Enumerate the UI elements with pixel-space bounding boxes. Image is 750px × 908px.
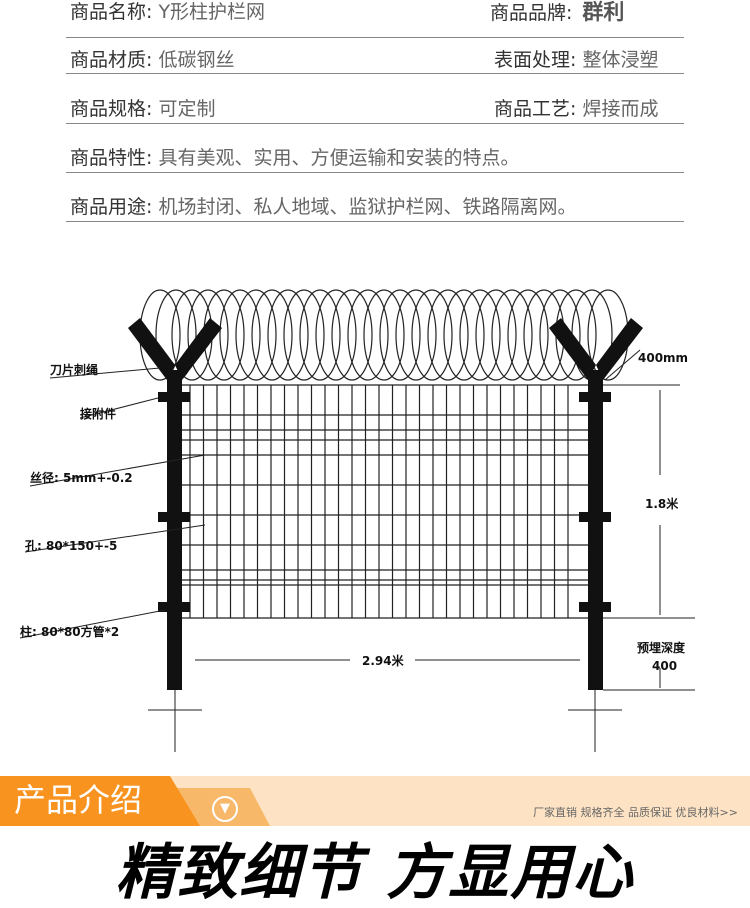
coil-loop [283, 289, 325, 381]
spec-value: 具有美观、实用、方便运输和安装的特点。 [158, 147, 520, 169]
label-razor-wire: 刀片刺绳 [50, 362, 98, 377]
coil-loop [507, 289, 549, 381]
coil-loop [379, 289, 421, 381]
spec-label: 商品品牌: [490, 2, 573, 24]
spec-label: 表面处理: [494, 49, 577, 71]
spec-value: 机场封闭、私人地域、监狱护栏网、铁路隔离网。 [158, 196, 577, 218]
spec-process: 商品工艺: 焊接而成 [494, 97, 658, 121]
label-height: 1.8米 [645, 496, 679, 511]
chevron-down-circle-icon: ▼ [212, 796, 238, 822]
spec-label: 商品用途: [70, 196, 153, 218]
spec-brand: 商品品牌: 群利 [490, 0, 624, 25]
coil-loop [443, 289, 485, 381]
spec-label: 商品名称: [70, 1, 153, 23]
spec-name: 商品名称: Y形柱护栏网 [70, 0, 265, 24]
clamps [158, 392, 611, 612]
coil-loop [347, 289, 389, 381]
coil-loop [427, 289, 469, 381]
fence-diagram: 刀片刺绳 接附件 丝径: 5mm+-0.2 孔: 80*150+-5 柱: 80… [19, 289, 695, 752]
label-post: 柱: 80*80方管*2 [20, 624, 119, 639]
coil-loop [251, 289, 293, 381]
coil-loop [491, 289, 533, 381]
coil-loop [299, 289, 341, 381]
banner-tab [0, 776, 200, 826]
coil-loop [187, 289, 229, 381]
spec-material: 商品材质: 低碳钢丝 [70, 48, 234, 72]
coil-loop [219, 289, 261, 381]
coil-loop [331, 289, 373, 381]
banner-title: 产品介绍 [14, 781, 143, 819]
label-arm-length: 400mm [638, 351, 688, 365]
mesh-panel [182, 384, 588, 619]
coil-loop [395, 289, 437, 381]
right-post [549, 318, 643, 690]
coil-loop [411, 289, 453, 381]
spec-size: 商品规格: 可定制 [70, 97, 215, 121]
label-embed: 预埋深度 [637, 640, 686, 655]
spec-usage: 商品用途: 机场封闭、私人地域、监狱护栏网、铁路隔离网。 [70, 195, 576, 219]
spec-feature: 商品特性: 具有美观、实用、方便运输和安装的特点。 [70, 146, 519, 170]
label-wire-diameter: 丝径: 5mm+-0.2 [30, 470, 133, 485]
spec-value: Y形柱护栏网 [158, 1, 266, 23]
spec-label: 商品材质: [70, 49, 153, 71]
label-attachment: 接附件 [80, 406, 116, 421]
label-embed-value: 400 [652, 659, 677, 673]
spec-label: 商品规格: [70, 98, 153, 120]
coil-loop [315, 289, 357, 381]
leader-lines [19, 367, 206, 639]
divider [66, 73, 684, 74]
coil-loop [459, 289, 501, 381]
headline: 精致细节 方显用心 [115, 838, 635, 908]
label-hole: 孔: 80*150+-5 [25, 539, 117, 553]
coil-loop [475, 289, 517, 381]
spec-surface: 表面处理: 整体浸塑 [494, 48, 658, 72]
ground-markers [148, 349, 695, 752]
label-width: 2.94米 [362, 653, 405, 668]
spec-label: 商品工艺: [494, 98, 577, 120]
spec-label: 商品特性: [70, 147, 153, 169]
left-post [128, 318, 222, 690]
spec-value: 低碳钢丝 [158, 49, 235, 71]
coil-loop [267, 289, 309, 381]
spec-value: 整体浸塑 [582, 49, 659, 71]
coil-loop [539, 289, 581, 381]
spec-value: 焊接而成 [582, 98, 659, 120]
divider [66, 123, 684, 124]
spec-value: 群利 [582, 0, 625, 24]
spec-value: 可定制 [158, 98, 216, 120]
coil-loop [235, 289, 277, 381]
divider [66, 221, 684, 222]
divider [66, 37, 684, 38]
coil-loop [363, 289, 405, 381]
section-banner: 产品介绍 ▼ 厂家直销 规格齐全 品质保证 优良材料>> [0, 776, 750, 826]
divider [66, 172, 684, 173]
banner-tagline: 厂家直销 规格齐全 品质保证 优良材料>> [533, 806, 738, 819]
